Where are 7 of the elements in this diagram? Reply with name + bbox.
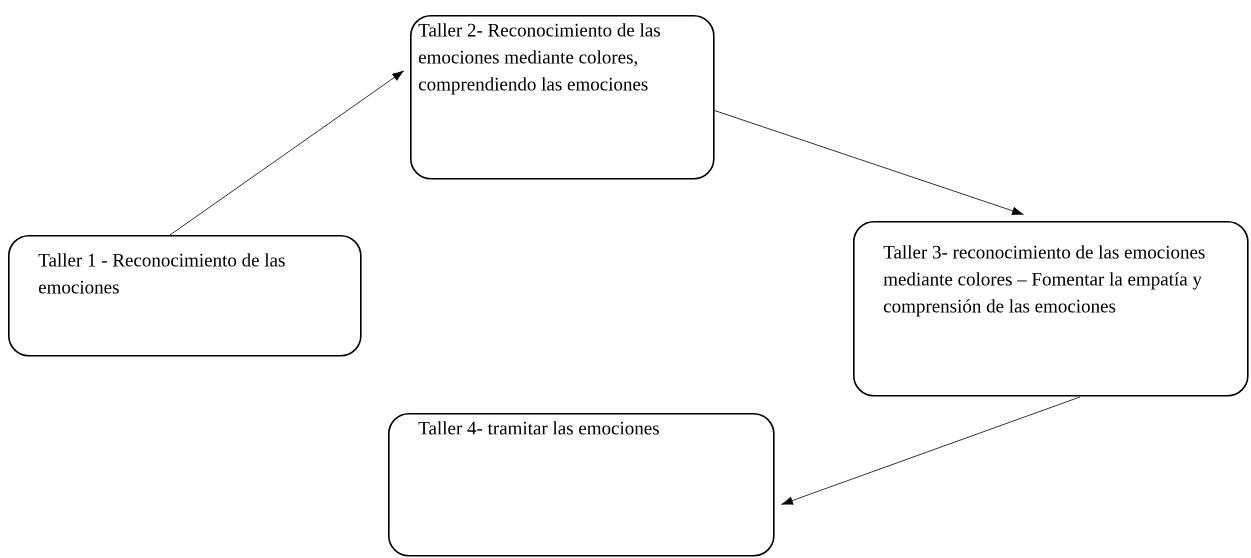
process-box: Taller 4- tramitar las emociones: [388, 413, 775, 557]
arrow: [781, 396, 1081, 505]
process-box: Taller 1 - Reconocimiento de las emociones: [8, 235, 362, 357]
process-box: Taller 3- reconocimiento de las emociones mediante colores – Fomentar la empatía y comprensión de las emociones: [853, 221, 1249, 397]
process-box: Taller 2- Reconocimiento de las emociones mediante colores, comprendiendo las emociones: [410, 15, 715, 180]
arrow: [712, 109, 1024, 215]
arrow: [169, 70, 404, 236]
